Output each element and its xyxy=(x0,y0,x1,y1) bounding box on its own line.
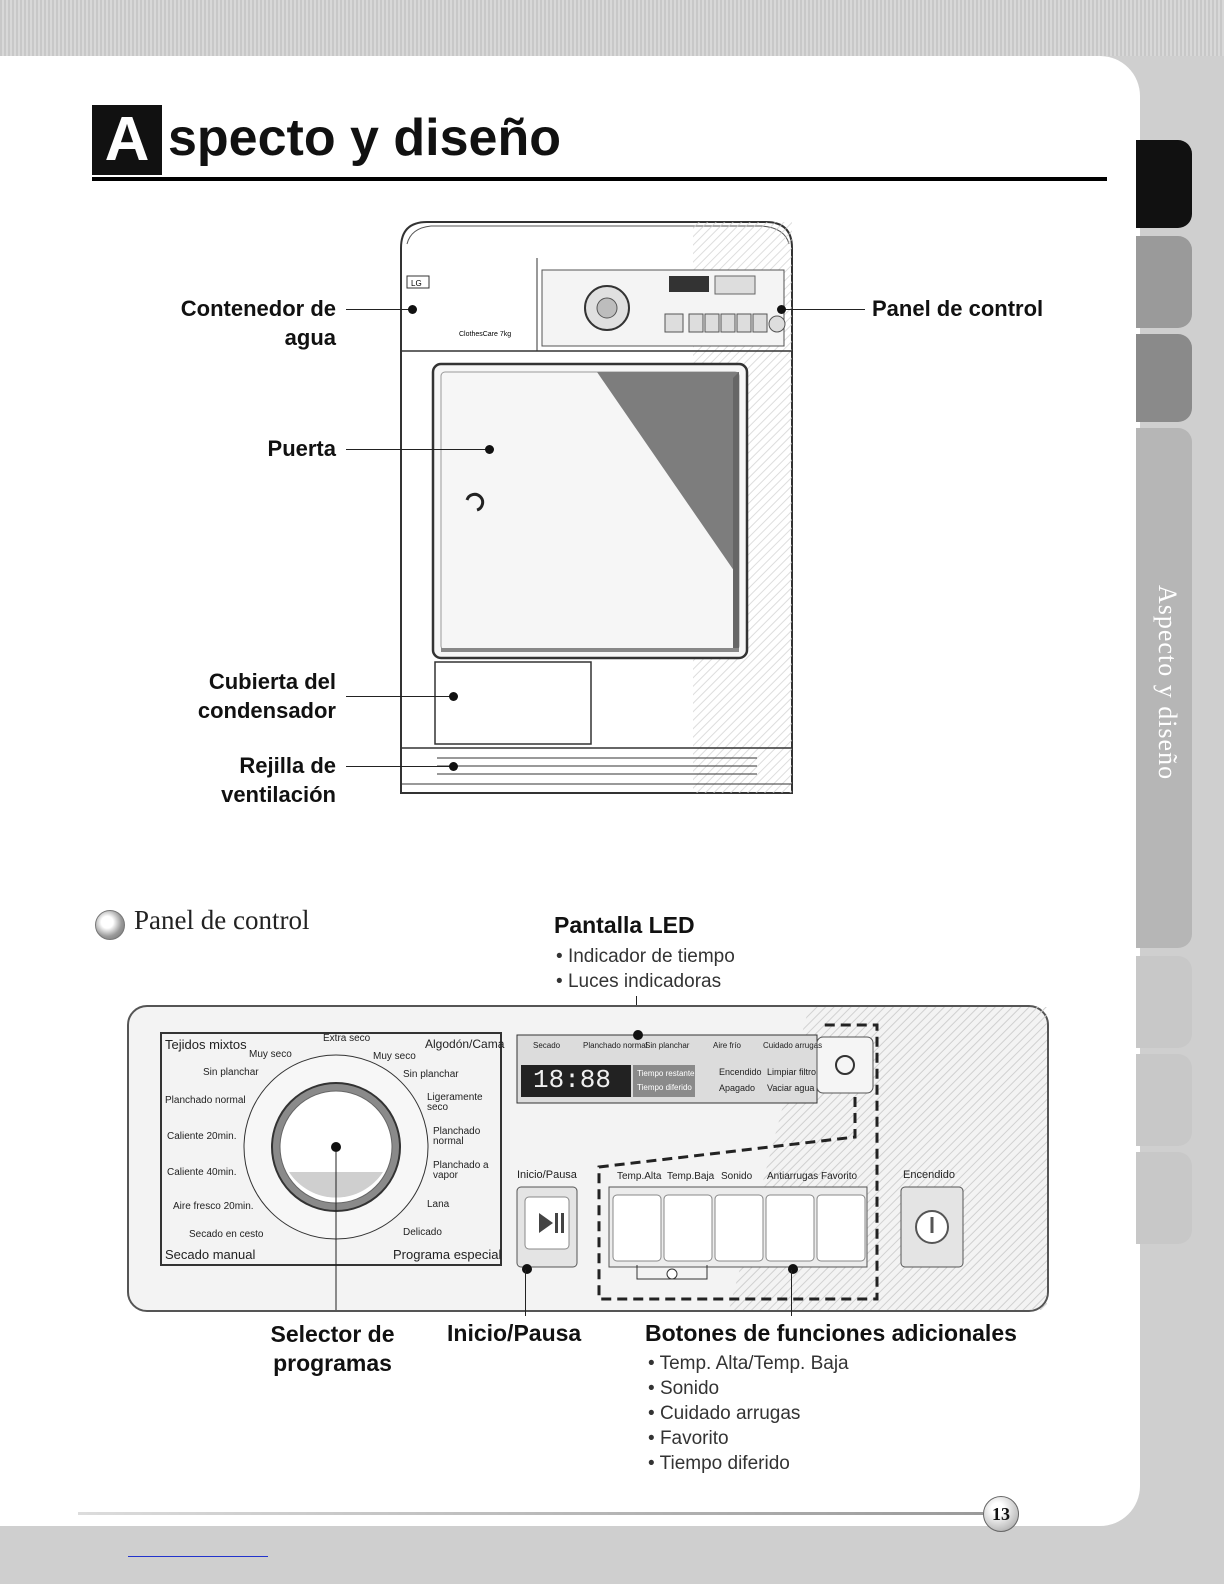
program-label: Muy seco xyxy=(249,1049,292,1060)
section-title: Panel de control xyxy=(134,905,310,935)
marker-door xyxy=(485,445,494,454)
dryer-illustration: LG ClothesCare 7kg xyxy=(400,221,793,794)
label-control-panel: Panel de control xyxy=(872,296,1044,321)
program-label: Secado manual xyxy=(165,1247,256,1262)
side-tab-3[interactable] xyxy=(1136,334,1192,422)
temp-low-button[interactable] xyxy=(664,1195,712,1261)
display-state-label: Encendido xyxy=(719,1067,762,1077)
section-bullet-icon xyxy=(95,910,125,940)
function-item: • Favorito xyxy=(648,1428,729,1449)
marker-control-panel xyxy=(777,305,786,314)
program-label: Sin planchar xyxy=(203,1067,259,1078)
display-mode: Secado xyxy=(533,1041,561,1050)
side-tab-active[interactable] xyxy=(1136,428,1192,948)
display-state-label: Apagado xyxy=(719,1083,756,1093)
marker-vent xyxy=(449,762,458,771)
side-tab-6[interactable] xyxy=(1136,1054,1192,1146)
program-label: Sin planchar xyxy=(403,1069,459,1080)
label-vent-grille: Rejilla de ventilación xyxy=(221,753,336,807)
control-panel-graphics xyxy=(160,1007,1047,1310)
temp-high-button[interactable] xyxy=(613,1195,661,1261)
side-tab-2[interactable] xyxy=(1136,236,1192,328)
side-tab-label: Aspecto y diseño xyxy=(1153,585,1182,781)
leader-water xyxy=(346,309,412,310)
display-mode: Aire frío xyxy=(713,1041,742,1050)
leader-start xyxy=(525,1270,526,1316)
display-mode: Sin planchar xyxy=(645,1041,690,1050)
program-label: Delicado xyxy=(403,1227,442,1238)
program-label: Algodón/Cama xyxy=(425,1037,505,1051)
power-button[interactable] xyxy=(901,1187,963,1267)
side-tab-1[interactable] xyxy=(1136,140,1192,228)
program-label: Planchado a vapor xyxy=(433,1160,489,1181)
anti-crease-button[interactable] xyxy=(766,1195,814,1261)
led-item-1: • Indicador de tiempo xyxy=(556,946,735,967)
sound-button[interactable] xyxy=(715,1195,763,1261)
function-button-label: Sonido xyxy=(721,1171,753,1182)
title-text: specto y diseño xyxy=(168,109,561,167)
dryer-brand: LG xyxy=(411,279,422,288)
program-label: Aire fresco 20min. xyxy=(173,1201,254,1212)
display-alert-label: Limpiar filtro xyxy=(767,1067,817,1077)
program-label: Planchado normal xyxy=(433,1126,481,1147)
leader-control-panel xyxy=(783,309,865,310)
page-title: A specto y diseño xyxy=(92,103,1107,181)
side-tab-7[interactable] xyxy=(1136,1152,1192,1244)
program-label: Extra seco xyxy=(323,1033,371,1044)
function-item: • Cuidado arrugas xyxy=(648,1403,801,1424)
label-water-container: Contenedor de agua xyxy=(180,296,336,350)
display-time-label: Tiempo diferido xyxy=(637,1083,692,1092)
favorite-button[interactable] xyxy=(817,1195,865,1261)
display-digits: 18:88 xyxy=(533,1065,612,1095)
caption-start-pause: Inicio/Pausa xyxy=(447,1320,582,1346)
control-panel: Tejidos mixtos Muy seco Sin planchar Pla… xyxy=(127,1005,1049,1312)
program-selector-dial[interactable] xyxy=(272,1083,400,1211)
side-tab-5[interactable] xyxy=(1136,956,1192,1048)
program-label: Planchado normal xyxy=(165,1095,246,1106)
top-band xyxy=(0,0,1224,56)
leader-door xyxy=(346,449,488,450)
program-label: Lana xyxy=(427,1199,450,1210)
title-initial: A xyxy=(92,105,162,175)
leader-condenser xyxy=(346,696,452,697)
function-button-label: Temp.Baja xyxy=(667,1171,715,1182)
start-pause-label: Inicio/Pausa xyxy=(517,1169,577,1181)
display-mode: Cuidado arrugas xyxy=(763,1041,823,1050)
program-label: Caliente 20min. xyxy=(167,1131,237,1142)
marker-water xyxy=(408,305,417,314)
display-alert-label: Vaciar agua xyxy=(767,1083,815,1093)
led-item-2: • Luces indicadoras xyxy=(556,971,722,992)
program-label: Programa especial xyxy=(393,1247,502,1262)
delay-timer-button[interactable] xyxy=(817,1037,873,1093)
leader-functions xyxy=(791,1270,792,1316)
label-door: Puerta xyxy=(267,436,336,461)
caption-program-selector: Selector de programas xyxy=(270,1321,395,1376)
marker-condenser xyxy=(449,692,458,701)
led-display-title: Pantalla LED xyxy=(554,912,695,938)
function-button-label: Antiarrugas xyxy=(767,1171,819,1182)
function-item: • Sonido xyxy=(648,1378,720,1399)
label-condenser-cover: Cubierta del condensador xyxy=(197,669,336,723)
leader-vent xyxy=(346,766,450,767)
program-label: Ligeramente seco xyxy=(427,1092,483,1113)
start-pause-button[interactable] xyxy=(525,1197,569,1249)
power-label: Encendido xyxy=(903,1169,955,1181)
function-button-label: Temp.Alta xyxy=(617,1171,662,1182)
display-time-label: Tiempo restante xyxy=(637,1069,695,1078)
caption-additional-functions: Botones de funciones adicionales xyxy=(645,1320,1017,1346)
program-label: Secado en cesto xyxy=(189,1229,264,1240)
function-button-label: Favorito xyxy=(821,1171,858,1182)
function-item: • Tiempo diferido xyxy=(648,1453,790,1474)
footer-link-line xyxy=(128,1556,268,1557)
program-label: Muy seco xyxy=(373,1051,416,1062)
dryer-model: ClothesCare 7kg xyxy=(459,331,511,338)
function-item: • Temp. Alta/Temp. Baja xyxy=(648,1353,849,1374)
program-label: Tejidos mixtos xyxy=(165,1037,247,1052)
footer-rule xyxy=(78,1512,983,1515)
display-mode: Planchado normal xyxy=(583,1041,648,1050)
program-label: Caliente 40min. xyxy=(167,1167,237,1178)
page-number: 13 xyxy=(983,1496,1019,1532)
